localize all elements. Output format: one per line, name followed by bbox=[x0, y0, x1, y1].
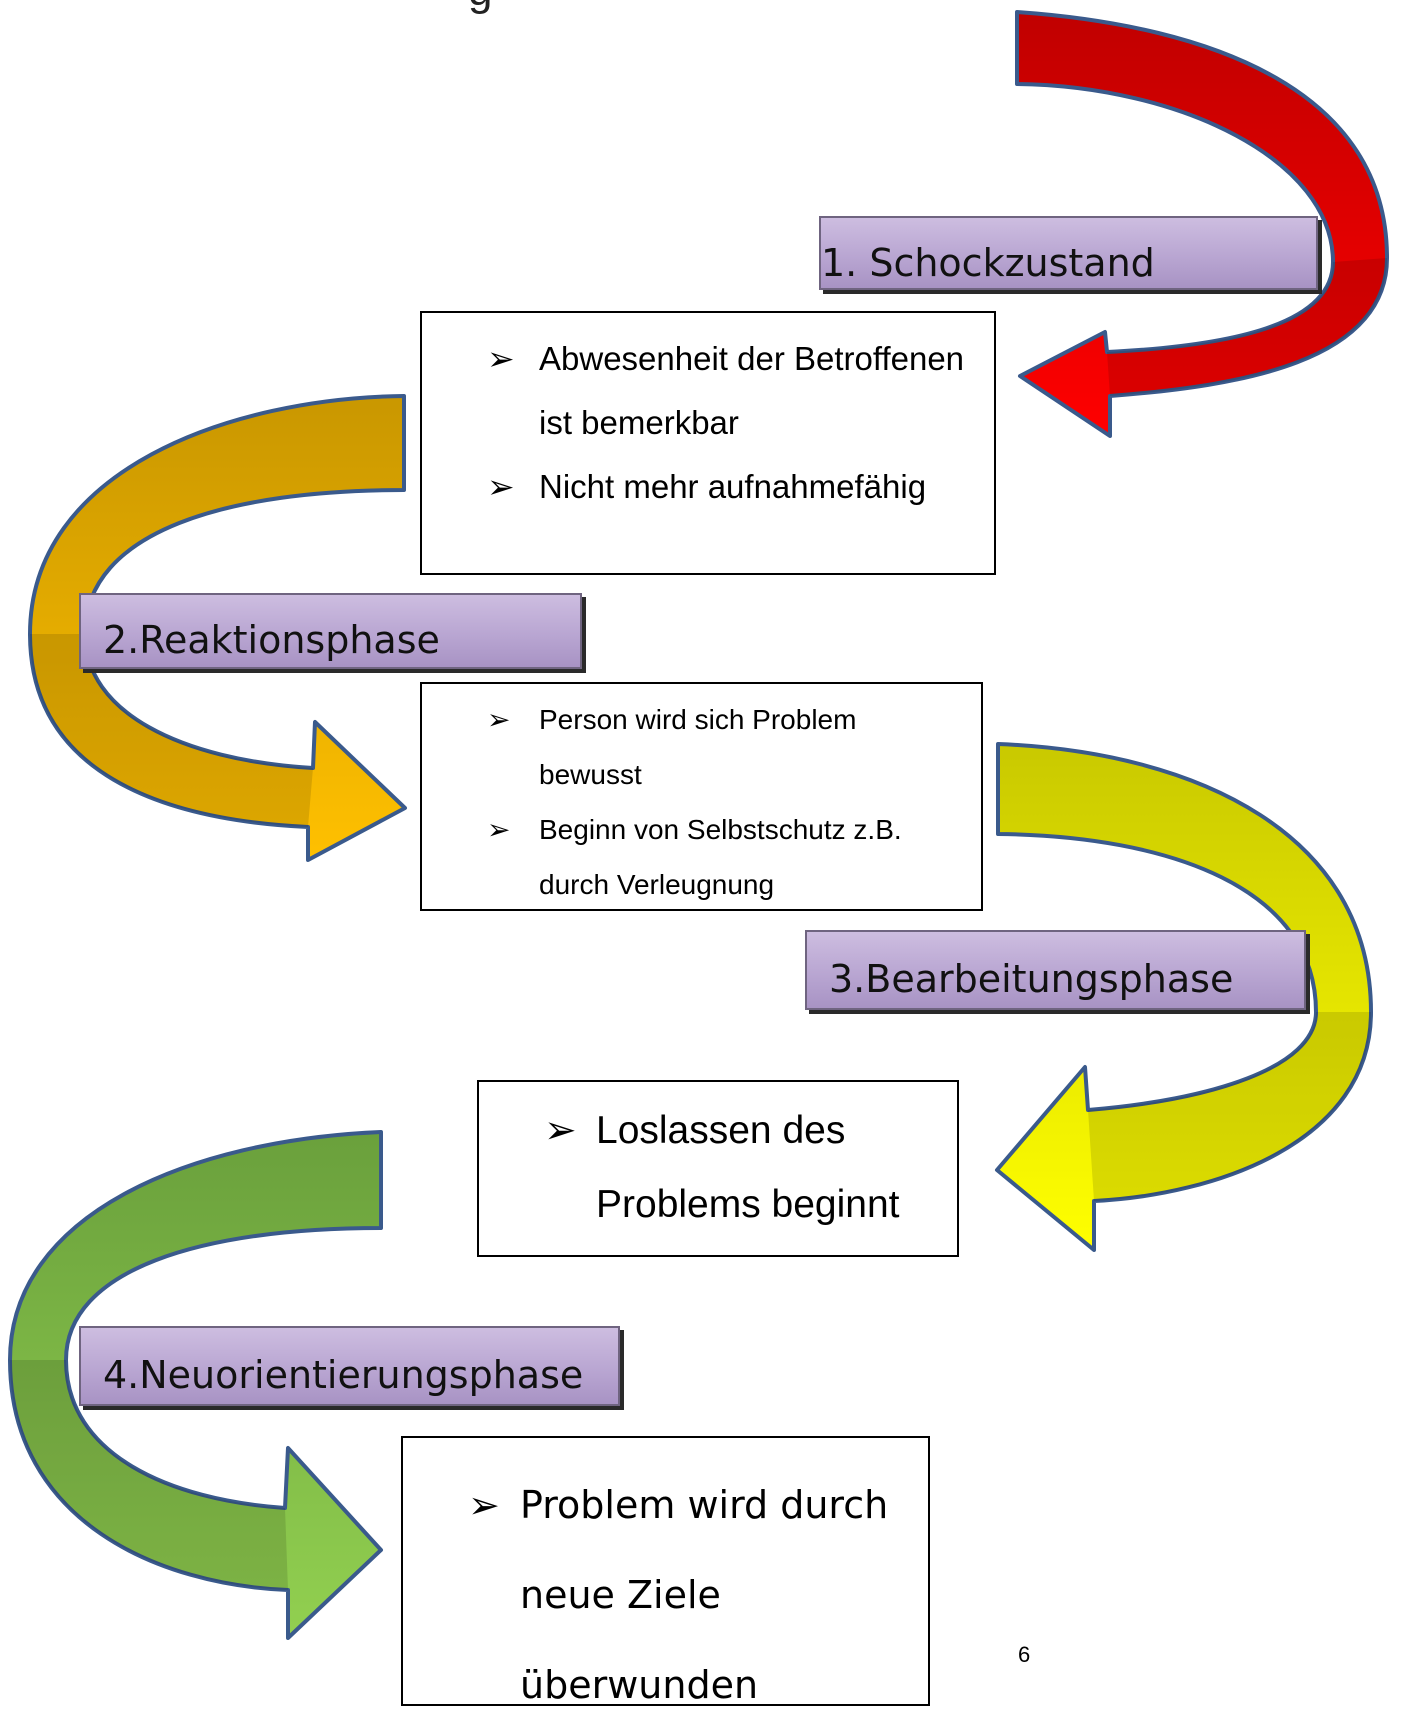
phase-4-bullet-list: ➢ Problem wird durch neue Ziele überwund… bbox=[468, 1460, 920, 1730]
phase-1-label: 1. Schockzustand bbox=[819, 216, 1318, 290]
phase-2-box: ➢ Person wird sich Problem bewusst ➢ Beg… bbox=[420, 682, 983, 911]
phase-1-bullet-list: ➢ Abwesenheit der Betroffenen ist bemerk… bbox=[487, 327, 989, 519]
arrow-bullet-icon: ➢ bbox=[544, 1108, 577, 1153]
phase-3-box: ➢ Loslassen des Problems beginnt bbox=[477, 1080, 959, 1257]
phase-3-bullet-list: ➢ Loslassen des Problems beginnt bbox=[544, 1094, 936, 1242]
arrow-bullet-icon: ➢ bbox=[487, 703, 511, 736]
phase-1-box: ➢ Abwesenheit der Betroffenen ist bemerk… bbox=[420, 311, 996, 575]
phase-1-bullet-1: ➢ Abwesenheit der Betroffenen ist bemerk… bbox=[487, 327, 989, 455]
phase-2-label: 2.Reaktionsphase bbox=[79, 593, 582, 669]
phase-2-bullet-1: ➢ Person wird sich Problem bewusst bbox=[487, 692, 964, 802]
arrow-bullet-icon: ➢ bbox=[487, 467, 515, 506]
phase-3-arrow-fold bbox=[1088, 1012, 1371, 1201]
phase-1-arrow-fold bbox=[1107, 258, 1387, 396]
phase-1-bullet-2: ➢ Nicht mehr aufnahmefähig bbox=[487, 455, 989, 519]
arrow-bullet-icon: ➢ bbox=[468, 1483, 500, 1527]
phase-2-arrow bbox=[28, 394, 407, 862]
phase-2-bullet-list: ➢ Person wird sich Problem bewusst ➢ Beg… bbox=[487, 692, 964, 912]
phase-2-label-text: 2.Reaktionsphase bbox=[103, 618, 440, 662]
phase-4-label-text: 4.Neuorientierungsphase bbox=[103, 1353, 584, 1397]
page-number: 6 bbox=[1018, 1642, 1031, 1667]
phase-1-arrow bbox=[1015, 10, 1389, 438]
phase-3-label-text: 3.Bearbeitungsphase bbox=[829, 957, 1234, 1001]
arrow-bullet-icon: ➢ bbox=[487, 813, 511, 846]
phase-4-label: 4.Neuorientierungsphase bbox=[79, 1326, 620, 1406]
phase-2-arrow-fold bbox=[30, 634, 313, 827]
phase-4-bullet-1: ➢ Problem wird durch neue Ziele überwund… bbox=[468, 1460, 920, 1730]
phase-4-arrow-fold bbox=[10, 1360, 288, 1590]
phase-4-arrow bbox=[8, 1130, 383, 1640]
phase-3-label: 3.Bearbeitungsphase bbox=[805, 930, 1306, 1010]
phase-1-label-text: 1. Schockzustand bbox=[821, 241, 1155, 285]
title-fragment: g bbox=[468, 0, 492, 16]
phase-3-arrow bbox=[995, 742, 1373, 1252]
arrow-bullet-icon: ➢ bbox=[487, 339, 515, 378]
phase-2-bullet-2: ➢ Beginn von Selbstschutz z.B. durch Ver… bbox=[487, 802, 964, 912]
phase-3-bullet-1: ➢ Loslassen des Problems beginnt bbox=[544, 1094, 936, 1242]
phase-4-box: ➢ Problem wird durch neue Ziele überwund… bbox=[401, 1436, 930, 1707]
